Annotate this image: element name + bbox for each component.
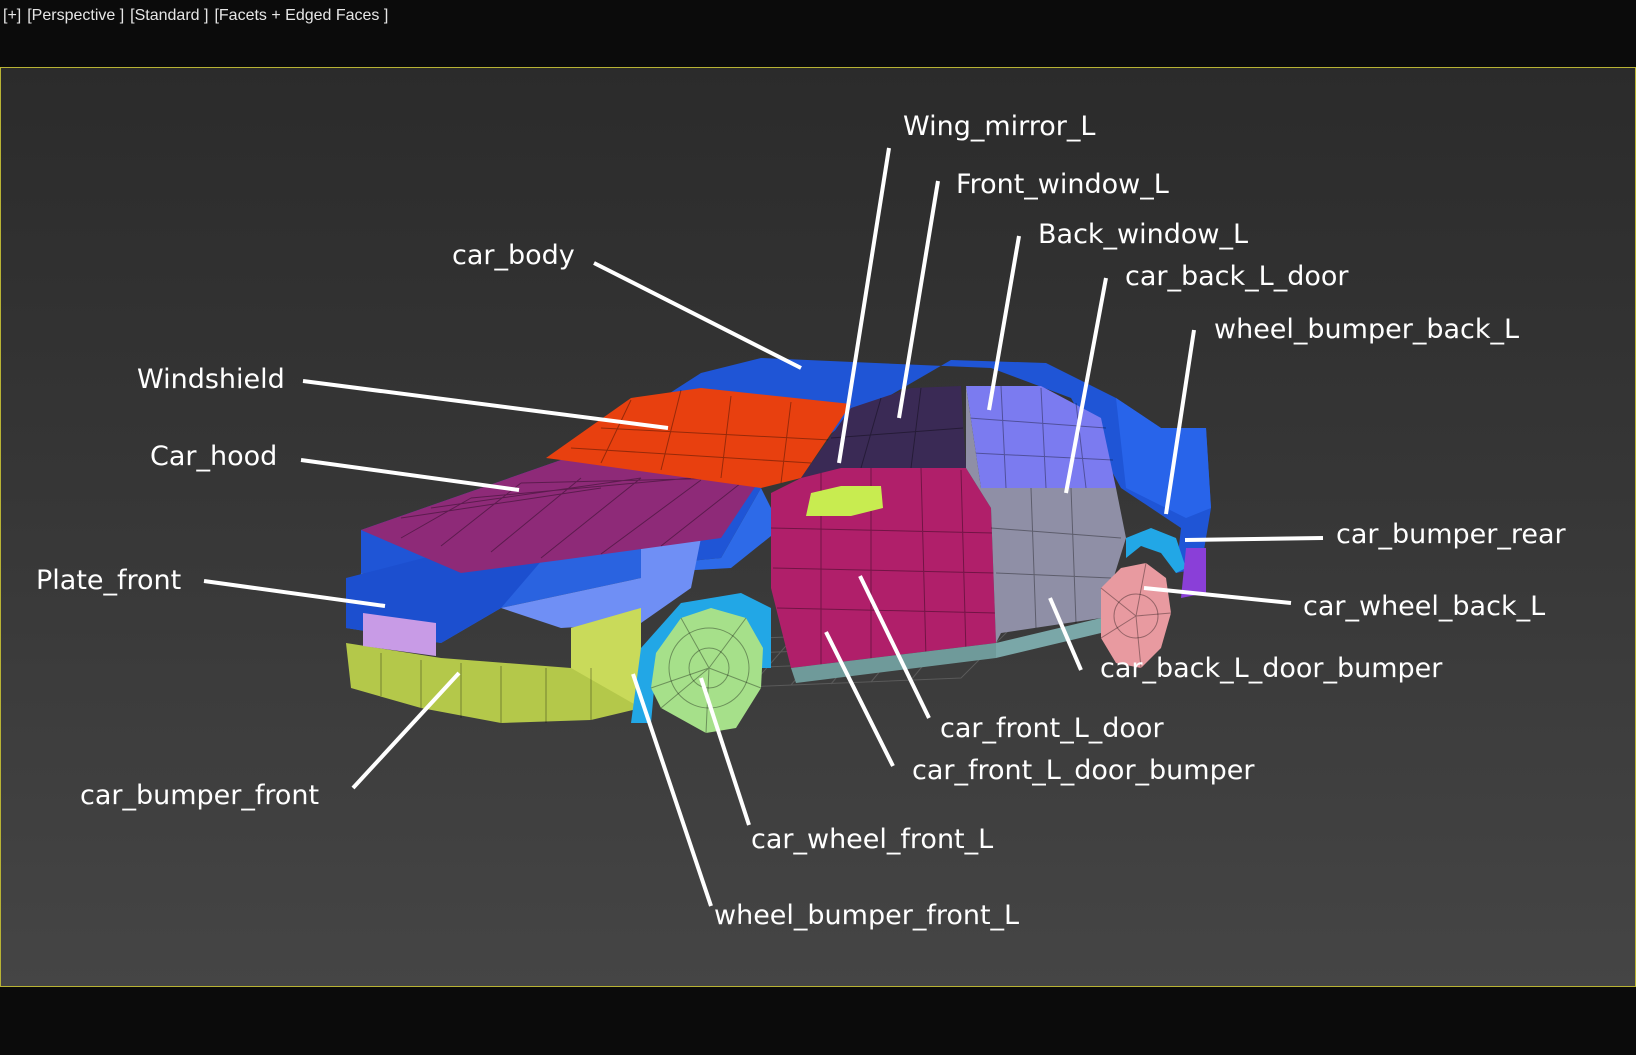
label-car-front-l-door: car_front_L_door: [940, 713, 1164, 744]
label-car-back-l-door: car_back_L_door: [1125, 261, 1349, 292]
viewport-label-menu: [+] [Perspective ] [Standard ] [Facets +…: [3, 5, 394, 27]
label-car-bumper-rear: car_bumper_rear: [1336, 519, 1567, 550]
viewport-shading-menu[interactable]: [Standard ]: [130, 7, 209, 24]
viewport-scene[interactable]: Wing_mirror_L Front_window_L Back_window…: [1, 68, 1635, 986]
car-front-l-door-bumper[interactable]: [791, 643, 996, 683]
wheel-bumper-front-l[interactable]: [631, 593, 771, 723]
label-car-body: car_body: [452, 240, 575, 271]
label-front-window-l: Front_window_L: [956, 169, 1169, 200]
label-wing-mirror-l: Wing_mirror_L: [903, 111, 1095, 142]
perspective-viewport[interactable]: Wing_mirror_L Front_window_L Back_window…: [0, 67, 1636, 987]
car-bumper-rear[interactable]: [1181, 548, 1206, 598]
label-back-window-l: Back_window_L: [1038, 219, 1248, 250]
viewport-display-menu[interactable]: [Facets + Edged Faces ]: [214, 7, 389, 24]
annotation-leaders: [203, 147, 1324, 907]
wheel-bumper-back-l[interactable]: [1126, 528, 1186, 573]
car-hood[interactable]: [361, 460, 761, 573]
label-car-front-l-door-bumper: car_front_L_door_bumper: [912, 755, 1255, 786]
viewport-plus-menu[interactable]: [+]: [3, 7, 22, 24]
annotation-labels: Wing_mirror_L Front_window_L Back_window…: [36, 111, 1567, 931]
car-front-l-door[interactable]: [770, 467, 997, 668]
car-bumper-front[interactable]: [346, 608, 641, 723]
plate-front[interactable]: [363, 613, 436, 656]
wing-mirror-l[interactable]: [806, 486, 883, 516]
label-car-bumper-front: car_bumper_front: [80, 780, 319, 811]
label-car-wheel-back-l: car_wheel_back_L: [1303, 591, 1545, 622]
label-wheel-bumper-front-l: wheel_bumper_front_L: [714, 900, 1019, 931]
back-window-l[interactable]: [966, 385, 1116, 489]
label-car-back-l-door-bumper: car_back_L_door_bumper: [1100, 653, 1443, 684]
label-windshield: Windshield: [137, 364, 285, 395]
car-back-l-door[interactable]: [966, 386, 1126, 643]
label-car-wheel-front-l: car_wheel_front_L: [751, 824, 993, 855]
label-plate-front: Plate_front: [36, 565, 181, 596]
label-wheel-bumper-back-l: wheel_bumper_back_L: [1214, 314, 1519, 345]
label-car-hood: Car_hood: [150, 441, 277, 472]
viewport-view-menu[interactable]: [Perspective ]: [27, 7, 125, 24]
car-back-l-door-bumper[interactable]: [996, 618, 1101, 658]
windshield[interactable]: [546, 388, 851, 488]
